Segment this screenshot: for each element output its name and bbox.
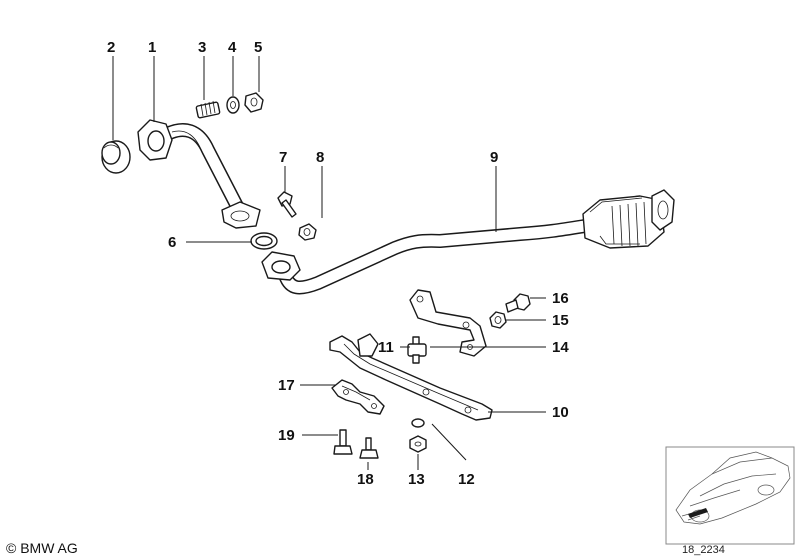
label-10: 10 bbox=[552, 404, 569, 421]
copyright-text: © BMW AG bbox=[6, 540, 78, 556]
label-15: 15 bbox=[552, 312, 569, 329]
drawing-reference: 18_2234 bbox=[682, 544, 725, 556]
label-13: 13 bbox=[408, 471, 425, 488]
label-8: 8 bbox=[316, 149, 324, 166]
leader-lines bbox=[112, 56, 546, 470]
label-7: 7 bbox=[279, 149, 287, 166]
label-18: 18 bbox=[357, 471, 374, 488]
label-17: 17 bbox=[278, 377, 295, 394]
rubber-mounting[interactable] bbox=[407, 336, 427, 364]
gasket-ring[interactable] bbox=[101, 140, 131, 174]
bolt[interactable] bbox=[277, 191, 297, 218]
hex-nut-13[interactable] bbox=[409, 418, 427, 453]
sealing-ring[interactable] bbox=[250, 232, 278, 250]
catalytic-converter-pipe[interactable] bbox=[261, 189, 675, 295]
hex-bolt-holder[interactable] bbox=[505, 293, 531, 313]
label-3: 3 bbox=[198, 39, 206, 56]
screw-18[interactable] bbox=[359, 437, 379, 459]
hex-nut-holder[interactable] bbox=[489, 311, 507, 329]
label-14: 14 bbox=[552, 339, 569, 356]
label-16: 16 bbox=[552, 290, 569, 307]
label-11: 11 bbox=[378, 339, 394, 356]
label-19: 19 bbox=[278, 427, 295, 444]
hex-nut-upper[interactable] bbox=[244, 92, 264, 113]
vehicle-thumbnail: 18_2234 bbox=[665, 446, 795, 556]
label-2: 2 bbox=[107, 39, 115, 56]
label-6: 6 bbox=[168, 234, 176, 251]
label-9: 9 bbox=[490, 149, 498, 166]
stud-spring[interactable] bbox=[195, 100, 221, 119]
front-pipe[interactable] bbox=[137, 119, 261, 229]
washer[interactable] bbox=[226, 96, 240, 114]
part-labels: 2 1 3 4 5 6 7 8 9 16 15 14 11 17 10 19 1… bbox=[107, 39, 569, 488]
label-5: 5 bbox=[254, 39, 262, 56]
screw-19[interactable] bbox=[333, 429, 353, 455]
label-12: 12 bbox=[458, 471, 475, 488]
self-locking-nut[interactable] bbox=[298, 223, 317, 241]
label-4: 4 bbox=[228, 39, 237, 56]
clamp[interactable] bbox=[331, 379, 385, 415]
strut-bracket[interactable] bbox=[329, 333, 493, 421]
label-1: 1 bbox=[148, 39, 156, 56]
